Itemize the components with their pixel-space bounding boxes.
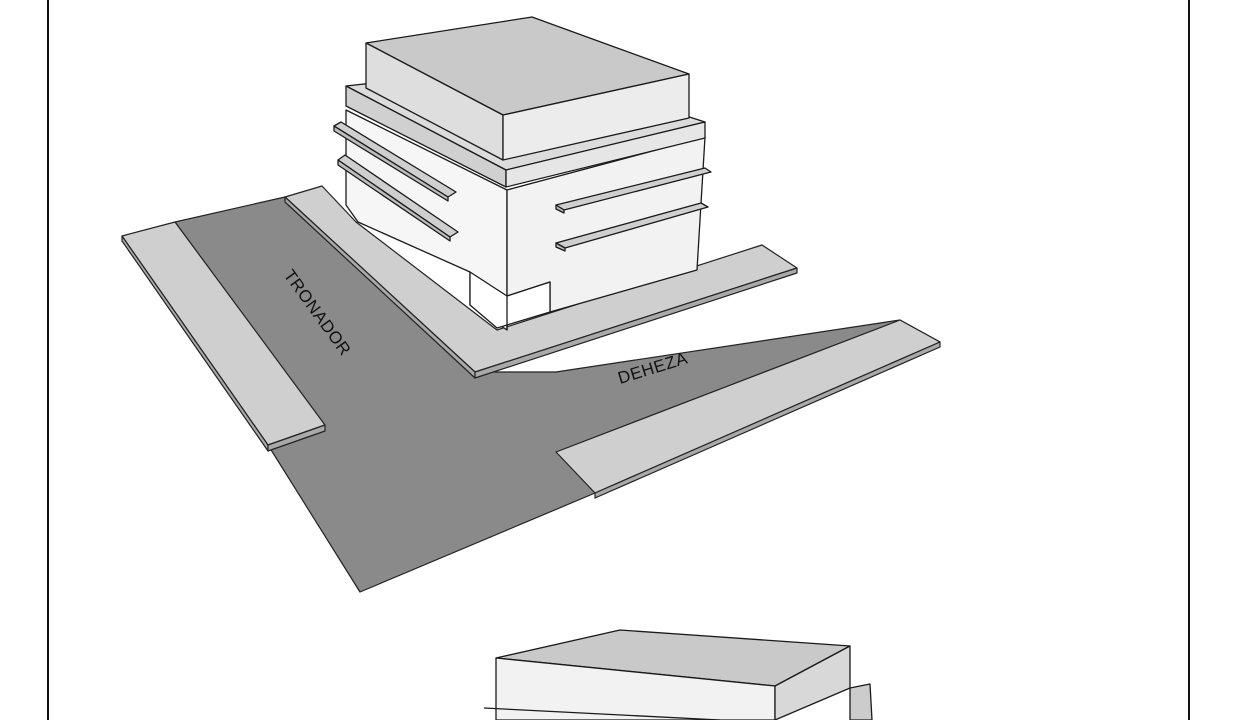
sidewalk-tronador-west (121, 221, 326, 452)
second-slab-right (849, 683, 873, 720)
slab-band-right (505, 121, 706, 188)
roof-front-face (502, 73, 690, 161)
building-second-view (483, 629, 873, 720)
sheet-border (47, 0, 1190, 720)
sidewalk-deheza-south (555, 319, 941, 499)
sidewalk-corner-lot (284, 185, 798, 379)
building-main (333, 16, 712, 331)
second-roof-left-face (495, 657, 776, 720)
